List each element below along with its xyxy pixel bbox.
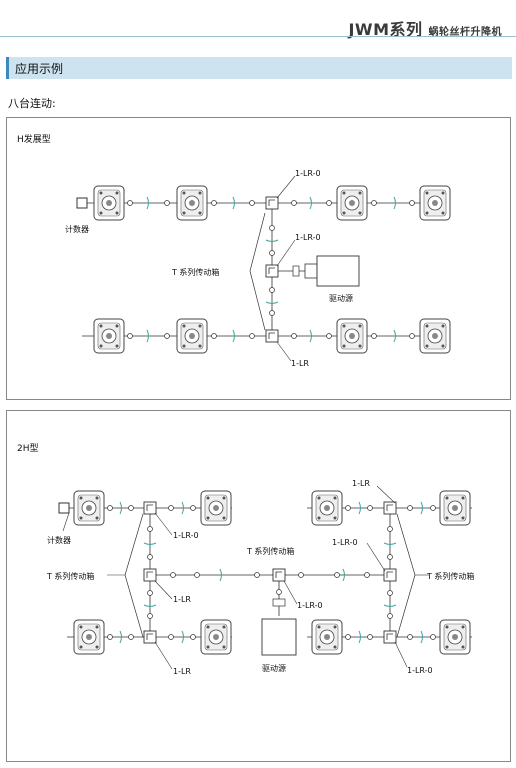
drive-motor [316,255,360,287]
gearbox [265,329,279,343]
lifter-unit [200,490,232,526]
panel-title: H发展型 [17,135,51,145]
lifter-unit [419,185,451,221]
label-lr-left-bottom: 1-LR [173,667,191,676]
label-drive: 驱动源 [329,294,353,303]
lifter-unit [419,318,451,354]
label-lr0-right: 1-LR-0 [332,538,358,547]
counter-box [76,197,88,209]
section-title: 应用示例 [15,62,64,76]
label-lr0-left: 1-LR-0 [173,531,199,540]
lifter-unit [176,185,208,221]
lifter-unit [336,318,368,354]
lifter-unit [73,490,105,526]
label-lr0-right-bottom: 1-LR-0 [407,666,433,675]
lifter-unit [73,619,105,655]
label-lr0-center: 1-LR-0 [297,601,323,610]
label-drive: 驱动源 [262,664,286,673]
header-title: JWM系列蜗轮丝杆升降机 [348,16,502,40]
section-bar: 应用示例 [6,57,512,79]
panel-title: 2H型 [17,444,39,454]
label-lr0-mid: 1-LR-0 [295,233,321,242]
label-gearbox: T 系列传动箱 [172,268,220,277]
lifter-unit [439,490,471,526]
lifter-unit [93,318,125,354]
counter-box [58,502,70,514]
lifter-unit [311,619,343,655]
lifter-unit [93,185,125,221]
label-lr-right-top: 1-LR [352,479,370,488]
gearbox [143,568,157,582]
panel-h-type: H发展型 [6,117,511,400]
label-lr0-top: 1-LR-0 [295,169,321,178]
panel-2h-type: 2H型 [6,410,511,762]
intro-text: 八台连动: [8,97,56,110]
lifter-unit [311,490,343,526]
gearbox [383,501,397,515]
lifter-unit [439,619,471,655]
label-gearbox-right: T 系列传动箱 [427,572,475,581]
gearbox [272,568,286,582]
lifter-unit [336,185,368,221]
gearbox [383,568,397,582]
panel2-diagram [58,485,472,670]
gearbox [265,264,279,278]
label-lr-left: 1-LR [173,595,191,604]
label-counter: 计数器 [47,536,71,545]
lifter-unit [176,318,208,354]
label-gearbox-center: T 系列传动箱 [247,547,295,556]
header-series: JWM系列 [348,20,423,39]
label-counter: 计数器 [65,225,89,234]
gearbox [383,630,397,644]
drive-motor [261,618,297,656]
label-lr-bottom: 1-LR [291,359,309,368]
gearbox [265,196,279,210]
header-subtitle: 蜗轮丝杆升降机 [428,27,502,38]
gearbox [143,630,157,644]
panel1-diagram [76,175,451,362]
lifter-unit [200,619,232,655]
header-rule [0,36,516,37]
gearbox [143,501,157,515]
label-gearbox-left: T 系列传动箱 [47,572,95,581]
